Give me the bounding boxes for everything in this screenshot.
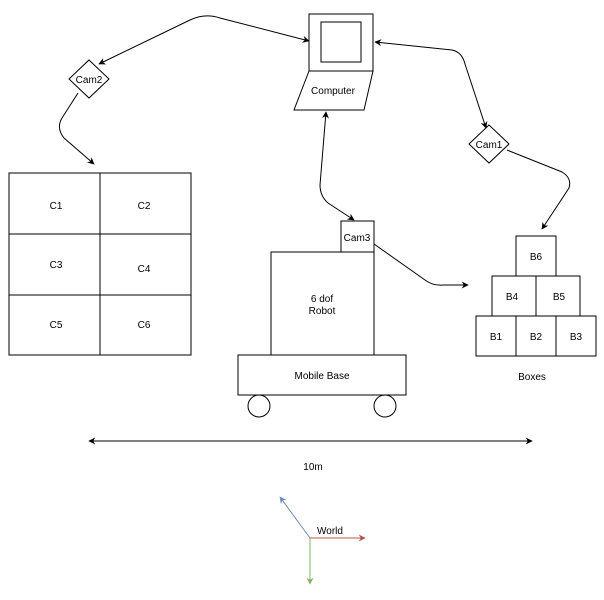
- box-b5: [535, 275, 581, 317]
- grid-cell-c6: C6: [138, 320, 151, 331]
- robot-label-line1: 6 dof: [311, 294, 333, 305]
- cam1-label: Cam1: [476, 140, 503, 151]
- grid-cell-c2: C2: [138, 201, 151, 212]
- cam1-node: Cam1: [468, 124, 510, 164]
- cam3-label: Cam3: [344, 233, 371, 244]
- box-b3: [555, 315, 597, 357]
- connector-cam2-grid: [58, 92, 95, 165]
- connector-cam2-computer: [98, 15, 310, 65]
- connectors: [58, 15, 571, 445]
- computer-keyboard: [293, 70, 374, 111]
- computer-screen: [320, 21, 362, 63]
- connector-computer-cam1: [374, 39, 488, 129]
- grid-cell-c5: C5: [50, 320, 63, 331]
- box-b2-label: B2: [530, 332, 543, 343]
- cam2-node: Cam2: [68, 59, 110, 99]
- box-b4-label: B4: [506, 292, 519, 303]
- dimension-label: 10m: [303, 462, 322, 473]
- box-b6: [515, 235, 557, 277]
- mobile-base-label: Mobile Base: [294, 371, 349, 382]
- connector-computer-cam3: [319, 111, 355, 221]
- connector-cam3-boxes: [373, 243, 469, 289]
- box-stack: B6 B4 B5 B1 B2 B3 Boxes: [475, 235, 597, 383]
- wheel-left: [247, 394, 271, 418]
- box-b6-label: B6: [530, 252, 543, 263]
- grid-cell-c1: C1: [50, 201, 63, 212]
- robot-arm-box: [270, 251, 375, 356]
- box-b1-label: B1: [490, 332, 503, 343]
- box-b3-label: B3: [570, 332, 583, 343]
- box-b5-label: B5: [553, 292, 566, 303]
- cam2-diamond: [68, 59, 110, 99]
- cam1-diamond: [468, 124, 510, 164]
- cam2-label: Cam2: [76, 75, 103, 86]
- cell-grid: C1 C2 C3 C4 C5 C6: [8, 172, 192, 356]
- box-b4: [491, 275, 541, 317]
- world-axes: [279, 496, 366, 585]
- axis-z-arrow: [279, 496, 311, 539]
- boxes-caption: Boxes: [518, 372, 546, 383]
- robot-label-line2: Robot: [309, 306, 336, 317]
- grid-cell-c4: C4: [138, 264, 151, 275]
- world-label: World: [317, 526, 343, 537]
- wheel-right: [373, 394, 397, 418]
- box-b1: [475, 315, 517, 357]
- mobile-robot: Cam3 6 dof Robot Mobile Base: [237, 220, 407, 418]
- connector-cam1-boxes: [506, 149, 571, 230]
- mobile-base-box: [237, 354, 407, 396]
- computer-node: Computer: [293, 13, 374, 111]
- cam3-box: [340, 220, 375, 253]
- grid-cell-c3: C3: [50, 260, 63, 271]
- computer-label: Computer: [311, 86, 356, 97]
